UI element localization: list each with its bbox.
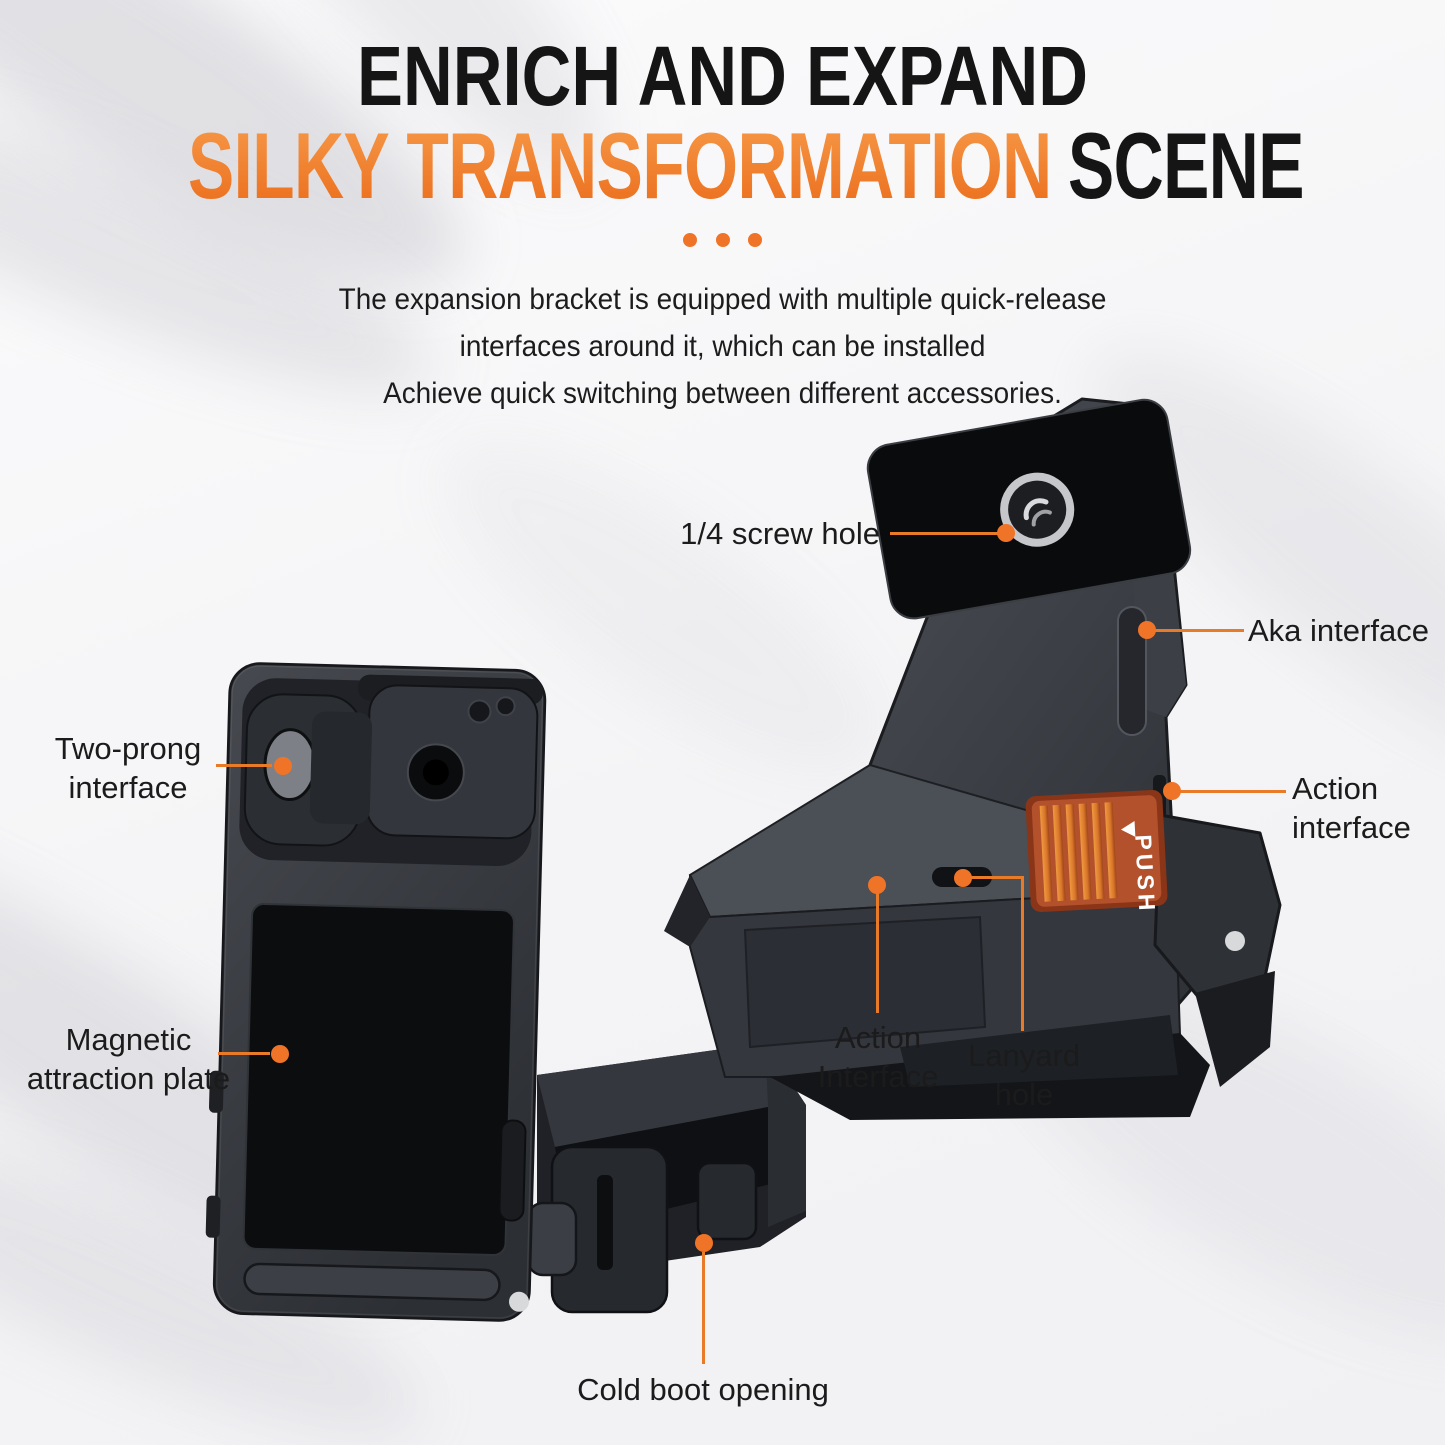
- left-product-render: [205, 662, 806, 1322]
- callout-text: Magnetic: [65, 1022, 192, 1057]
- callout-text: 1/4 screw hole: [680, 516, 880, 551]
- callout-two-prong-interface: Two-prong interface: [38, 729, 218, 807]
- lower-clamp: [1153, 813, 1282, 1087]
- description-line: interfaces around it, which can be insta…: [459, 330, 986, 363]
- description-line: Achieve quick switching between differen…: [383, 377, 1062, 410]
- callout-screw-hole: 1/4 screw hole: [560, 514, 880, 553]
- separator-dot: [747, 233, 762, 247]
- page-title: ENRICH AND EXPAND: [357, 29, 1088, 123]
- callout-text: attraction plate: [26, 1061, 231, 1096]
- push-button: PUSH: [1025, 789, 1168, 915]
- callout-text: interface: [68, 770, 188, 805]
- callout-line: [702, 1252, 705, 1364]
- aka-interface-groove: [1117, 606, 1147, 736]
- callout-dot: [1163, 782, 1181, 800]
- knurled-screw: [509, 1291, 530, 1312]
- callout-text: Aka interface: [1248, 613, 1429, 648]
- callout-line: [966, 876, 1024, 879]
- separator-dot: [715, 233, 730, 247]
- callout-dot: [271, 1045, 289, 1063]
- callout-dot: [274, 757, 292, 775]
- push-arrow-icon: [1120, 820, 1136, 837]
- callout-line: [216, 764, 272, 767]
- screw: [467, 699, 492, 724]
- callout-text: Cold boot opening: [577, 1372, 829, 1407]
- screw-hole: [1000, 472, 1075, 547]
- callout-aka-interface: Aka interface: [1248, 611, 1429, 650]
- callout-line: [1021, 876, 1024, 1031]
- callout-cold-boot: Cold boot opening: [553, 1370, 853, 1409]
- magnetic-plate-panel: [242, 902, 515, 1257]
- screw: [495, 696, 516, 717]
- knurled-screw: [1225, 931, 1245, 951]
- callout-line: [1154, 629, 1244, 632]
- callout-dot: [695, 1234, 713, 1252]
- callout-dot: [868, 876, 886, 894]
- callout-action-interface-right: Action interface: [1292, 769, 1411, 847]
- description: The expansion bracket is equipped with m…: [51, 276, 1395, 417]
- callout-text: Lanyard: [967, 1038, 1081, 1073]
- bottom-bar: [243, 1262, 501, 1302]
- bracket-arm: [664, 763, 1210, 1120]
- two-prong-mount: [239, 674, 544, 867]
- bracket-plate: [205, 662, 547, 1322]
- callout-line: [890, 532, 1000, 535]
- quarter-screw-panel: [866, 398, 1192, 620]
- callout-line: [876, 893, 879, 1013]
- callout-magnetic-plate: Magnetic attraction plate: [18, 1020, 239, 1098]
- callout-text: Two-prong: [54, 731, 202, 766]
- subtitle-rest: SCENE: [1067, 113, 1305, 218]
- description-line: The expansion bracket is equipped with m…: [338, 283, 1107, 316]
- callout-lanyard-hole: Lanyard hole: [922, 1036, 1126, 1114]
- callout-text: hole: [994, 1077, 1054, 1112]
- callout-dot: [954, 869, 972, 887]
- callout-line: [1180, 790, 1286, 793]
- subtitle-highlight: SILKY TRANSFORMATION: [187, 113, 1052, 218]
- callout-text: Action: [834, 1020, 922, 1055]
- separator-dots: [0, 233, 1445, 247]
- callout-text: Interface: [817, 1059, 939, 1094]
- callout-dot: [1138, 621, 1156, 639]
- separator-dot: [683, 233, 698, 247]
- callout-dot: [997, 524, 1015, 542]
- callout-text: Action: [1292, 771, 1379, 806]
- callout-action-interface-bottom: Action Interface: [776, 1018, 980, 1096]
- push-button-label: PUSH: [1130, 834, 1160, 915]
- right-product-render: PUSH: [664, 397, 1282, 1120]
- callout-text: interface: [1292, 810, 1411, 845]
- cold-shoe-arm: [526, 1043, 806, 1314]
- callout-line: [218, 1052, 270, 1055]
